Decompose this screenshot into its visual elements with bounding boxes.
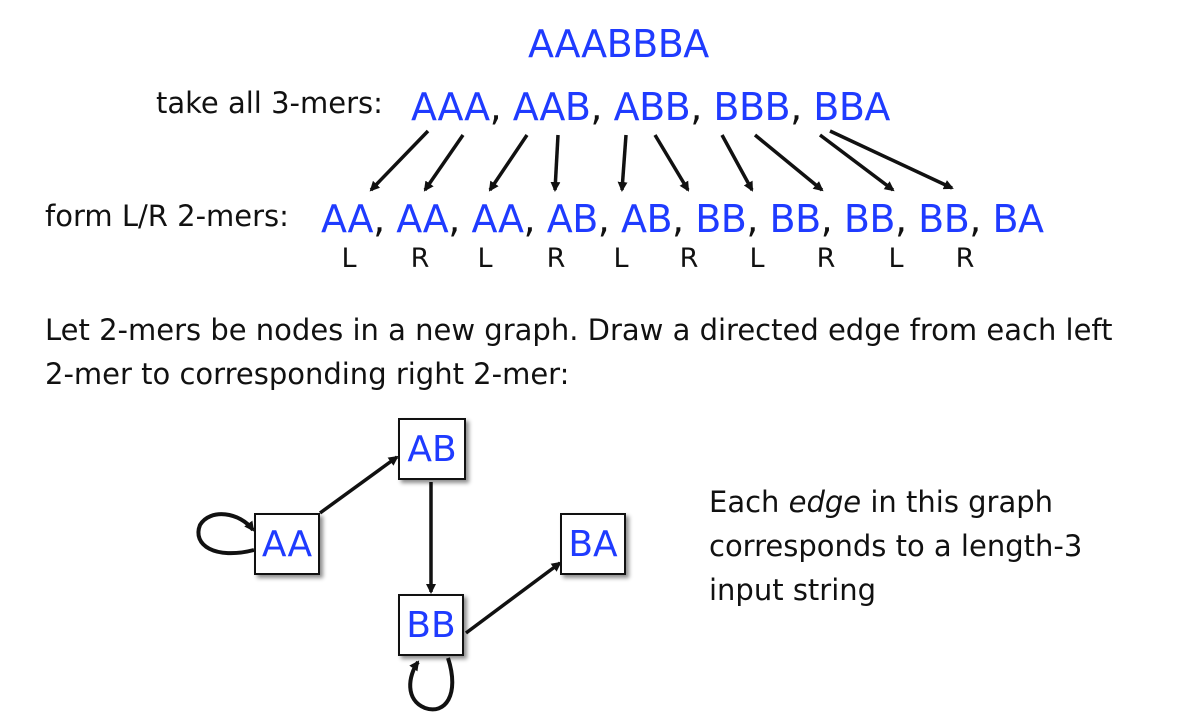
description-line: 2-mer to corresponding right 2-mer: bbox=[45, 357, 570, 391]
separator: , bbox=[790, 85, 814, 129]
edge-aa-self-loop bbox=[196, 512, 255, 556]
note-line: Each edge in this graph bbox=[709, 480, 1082, 524]
description: Let 2-mers be nodes in a new graph. Draw… bbox=[45, 308, 1113, 396]
twomer: AA bbox=[396, 197, 449, 241]
graph-node-ab: AB bbox=[398, 418, 466, 480]
kmer: BBA bbox=[813, 85, 890, 129]
note-emphasis: edge bbox=[788, 485, 862, 519]
split-arrow bbox=[617, 134, 628, 192]
twomer: AB bbox=[546, 197, 599, 241]
kmer: BBB bbox=[713, 85, 791, 129]
twomer: BB bbox=[918, 197, 970, 241]
split-arrow bbox=[753, 133, 824, 192]
separator: , bbox=[590, 85, 614, 129]
graph-node-ba: BA bbox=[560, 513, 626, 575]
graph-note: Each edge in this graph corresponds to a… bbox=[709, 480, 1082, 612]
split-arrow bbox=[653, 134, 690, 192]
twomer: AB bbox=[620, 197, 673, 241]
side-label: L bbox=[888, 243, 904, 274]
twomer: BB bbox=[695, 197, 747, 241]
separator: , bbox=[373, 197, 397, 241]
split-arrow bbox=[818, 133, 895, 192]
separator: , bbox=[894, 197, 919, 241]
side-label: L bbox=[613, 243, 629, 274]
edge-aa-to-ab bbox=[318, 455, 399, 515]
note-line: input string bbox=[709, 573, 877, 607]
twomer: BB bbox=[769, 197, 822, 241]
side-label: L bbox=[749, 243, 765, 274]
description-line: Let 2-mers be nodes in a new graph. Draw… bbox=[45, 313, 1113, 347]
input-string: AAABBBA bbox=[528, 22, 709, 66]
side-label: R bbox=[546, 243, 566, 274]
separator: , bbox=[820, 197, 844, 241]
split-arrow bbox=[423, 134, 465, 192]
split-arrow bbox=[829, 129, 954, 190]
side-label: L bbox=[477, 243, 493, 274]
separator: , bbox=[746, 197, 770, 241]
side-label: L bbox=[341, 243, 357, 274]
edge-bb-to-ba bbox=[464, 561, 562, 635]
note-text: in this graph bbox=[861, 485, 1054, 519]
side-label: R bbox=[679, 243, 699, 274]
twomer: AA bbox=[321, 197, 374, 241]
split-arrow bbox=[720, 134, 754, 192]
side-label: R bbox=[816, 243, 836, 274]
twomer-list: AA, AA, AA, AB, AB, BB, BB, BB, BB, BA bbox=[321, 197, 1044, 241]
separator: , bbox=[489, 85, 513, 129]
separator: , bbox=[448, 197, 472, 241]
graph-node-bb: BB bbox=[398, 594, 464, 656]
split-arrow bbox=[369, 129, 430, 192]
note-line: corresponds to a length-3 bbox=[709, 529, 1083, 563]
separator: , bbox=[690, 85, 714, 129]
twomers-label: form L/R 2-mers: bbox=[45, 199, 289, 233]
separator: , bbox=[672, 197, 696, 241]
kmers-label: take all 3-mers: bbox=[156, 86, 383, 120]
split-arrow bbox=[550, 134, 561, 192]
edge-bb-self-loop bbox=[408, 657, 455, 712]
separator: , bbox=[969, 197, 993, 241]
side-label: R bbox=[955, 243, 975, 274]
split-arrow bbox=[488, 134, 529, 192]
graph-node-aa: AA bbox=[254, 513, 320, 575]
note-text: Each bbox=[709, 485, 789, 519]
separator: , bbox=[597, 197, 621, 241]
separator: , bbox=[523, 197, 547, 241]
kmer: AAA bbox=[411, 85, 490, 129]
twomer: BB bbox=[843, 197, 896, 241]
side-label: R bbox=[410, 243, 430, 274]
kmer: ABB bbox=[613, 85, 691, 129]
kmer-list: AAA, AAB, ABB, BBB, BBA bbox=[411, 85, 890, 129]
twomer: BA bbox=[992, 197, 1044, 241]
twomer: AA bbox=[471, 197, 524, 241]
kmer: AAB bbox=[512, 85, 591, 129]
